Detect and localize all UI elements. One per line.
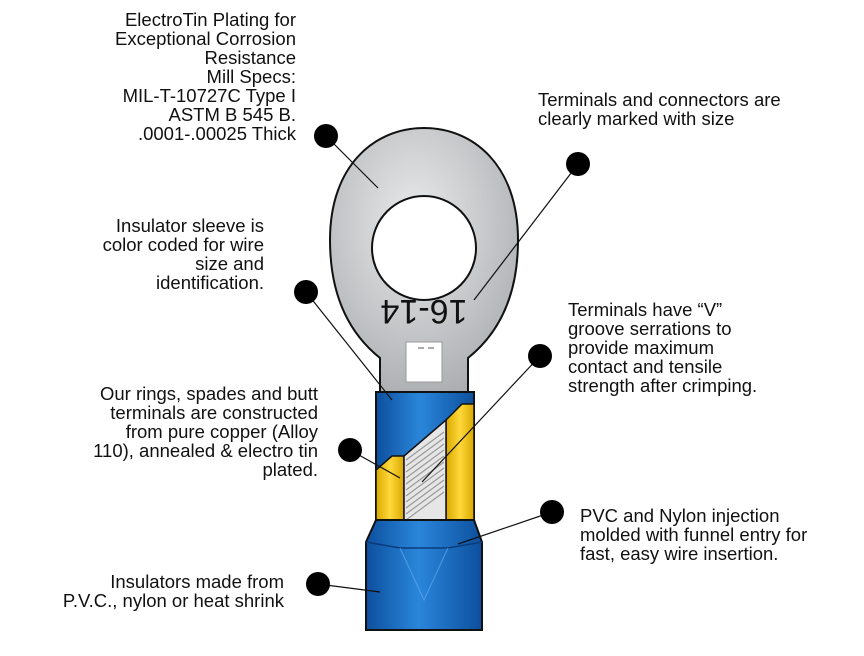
terminal-size-marking: 16-14	[381, 292, 468, 330]
callout-dot-injection	[540, 500, 564, 524]
leader-lines	[305, 135, 579, 593]
callout-dot-sleeve	[294, 280, 318, 304]
callout-dot-plating	[314, 124, 338, 148]
serration-lines	[405, 431, 445, 521]
callout-dot-copper	[338, 438, 362, 462]
callout-dot-insulators	[306, 572, 330, 596]
callout-dots	[294, 124, 590, 596]
brass-barrel-cutaway	[375, 455, 405, 523]
tongue-window	[405, 341, 443, 383]
marking-callout: Terminals and connectors are clearly mar…	[538, 89, 781, 129]
copper-callout: Our rings, spades and butt terminals are…	[93, 383, 318, 480]
insulator-funnel	[365, 519, 483, 631]
plating-callout: ElectroTin Plating for Exceptional Corro…	[115, 9, 296, 144]
sleeve-callout: Insulator sleeve is color coded for wire…	[102, 215, 264, 293]
insulators-callout: Insulators made from P.V.C., nylon or he…	[62, 571, 284, 611]
ring-hole	[371, 195, 477, 301]
serrations-callout: Terminals have “V” groove serrations to …	[568, 299, 758, 396]
injection-callout: PVC and Nylon injection molded with funn…	[580, 505, 808, 564]
callout-dot-serrations	[528, 344, 552, 368]
callout-dot-marking	[566, 152, 590, 176]
